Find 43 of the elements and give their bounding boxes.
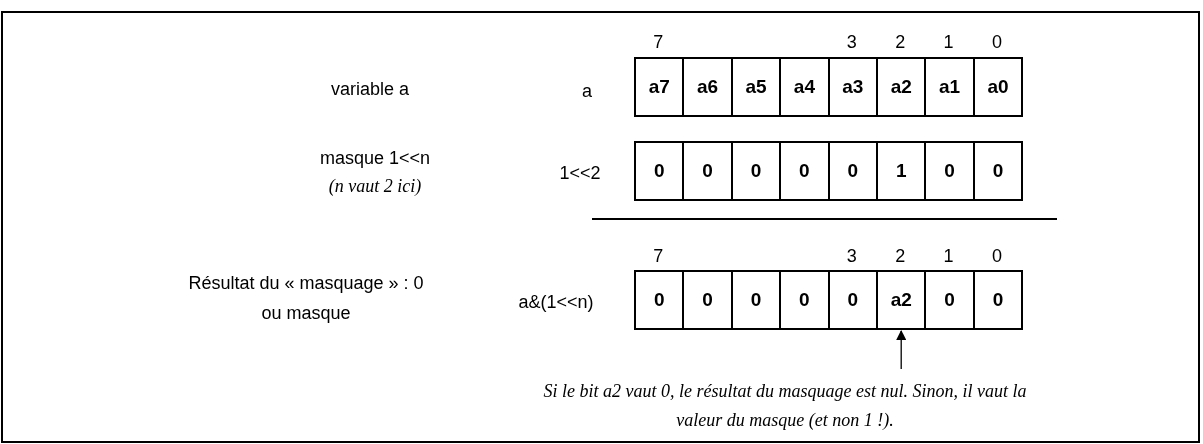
bit-cell: a7 bbox=[634, 57, 685, 117]
bit-cell: a2 bbox=[876, 270, 927, 330]
bit-cell: 0 bbox=[634, 141, 685, 201]
bit-index: 1 bbox=[942, 31, 955, 54]
row-label: variable a bbox=[329, 78, 410, 101]
bit-cell: a2 bbox=[876, 57, 927, 117]
bit-cell: 0 bbox=[730, 141, 782, 201]
bit-cell: a1 bbox=[924, 57, 975, 117]
bit-cell: 0 bbox=[972, 270, 1024, 330]
bit-index: 1 bbox=[942, 245, 955, 268]
bit-cell: a4 bbox=[779, 57, 830, 117]
bit-cell: 0 bbox=[730, 270, 782, 330]
bit-cell: 0 bbox=[972, 141, 1024, 201]
bit-cell: 1 bbox=[876, 141, 927, 201]
bit-cell: 0 bbox=[924, 141, 975, 201]
bit-index: 2 bbox=[894, 245, 907, 268]
bit-cell: a5 bbox=[730, 57, 782, 117]
bit-cell: 0 bbox=[682, 141, 733, 201]
note-text: Si le bit a2 vaut 0, le résultat du masquage est nul. Sinon, il vaut la valeur du masque (et non 1 !). bbox=[520, 377, 1050, 435]
bit-cell: 0 bbox=[827, 270, 878, 330]
row-label: masque 1<<n bbox=[318, 147, 432, 170]
bit-index: 3 bbox=[845, 245, 858, 268]
row-label: (n vaut 2 ici) bbox=[327, 175, 423, 198]
bit-cell: 0 bbox=[779, 270, 830, 330]
bit-index: 0 bbox=[991, 31, 1003, 54]
bit-cell: a6 bbox=[682, 57, 733, 117]
bit-index: 0 bbox=[991, 245, 1003, 268]
bit-cell: 0 bbox=[827, 141, 878, 201]
bit-cell: a0 bbox=[972, 57, 1024, 117]
row-label: a bbox=[581, 80, 593, 103]
bit-index: 7 bbox=[652, 31, 665, 54]
bit-cell: 0 bbox=[682, 270, 733, 330]
row-label: Résultat du « masquage » : 0 ou masque bbox=[187, 272, 425, 325]
bit-cell: 0 bbox=[634, 270, 685, 330]
row-label: 1<<2 bbox=[558, 162, 602, 185]
arrow bbox=[896, 330, 907, 370]
bit-cell: a3 bbox=[827, 57, 878, 117]
bit-cell: 0 bbox=[779, 141, 830, 201]
bit-index: 7 bbox=[652, 245, 665, 268]
bit-cell: 0 bbox=[924, 270, 975, 330]
bit-index: 2 bbox=[894, 31, 907, 54]
bit-index: 3 bbox=[845, 31, 858, 54]
row-label: a&(1<<n) bbox=[517, 291, 595, 314]
